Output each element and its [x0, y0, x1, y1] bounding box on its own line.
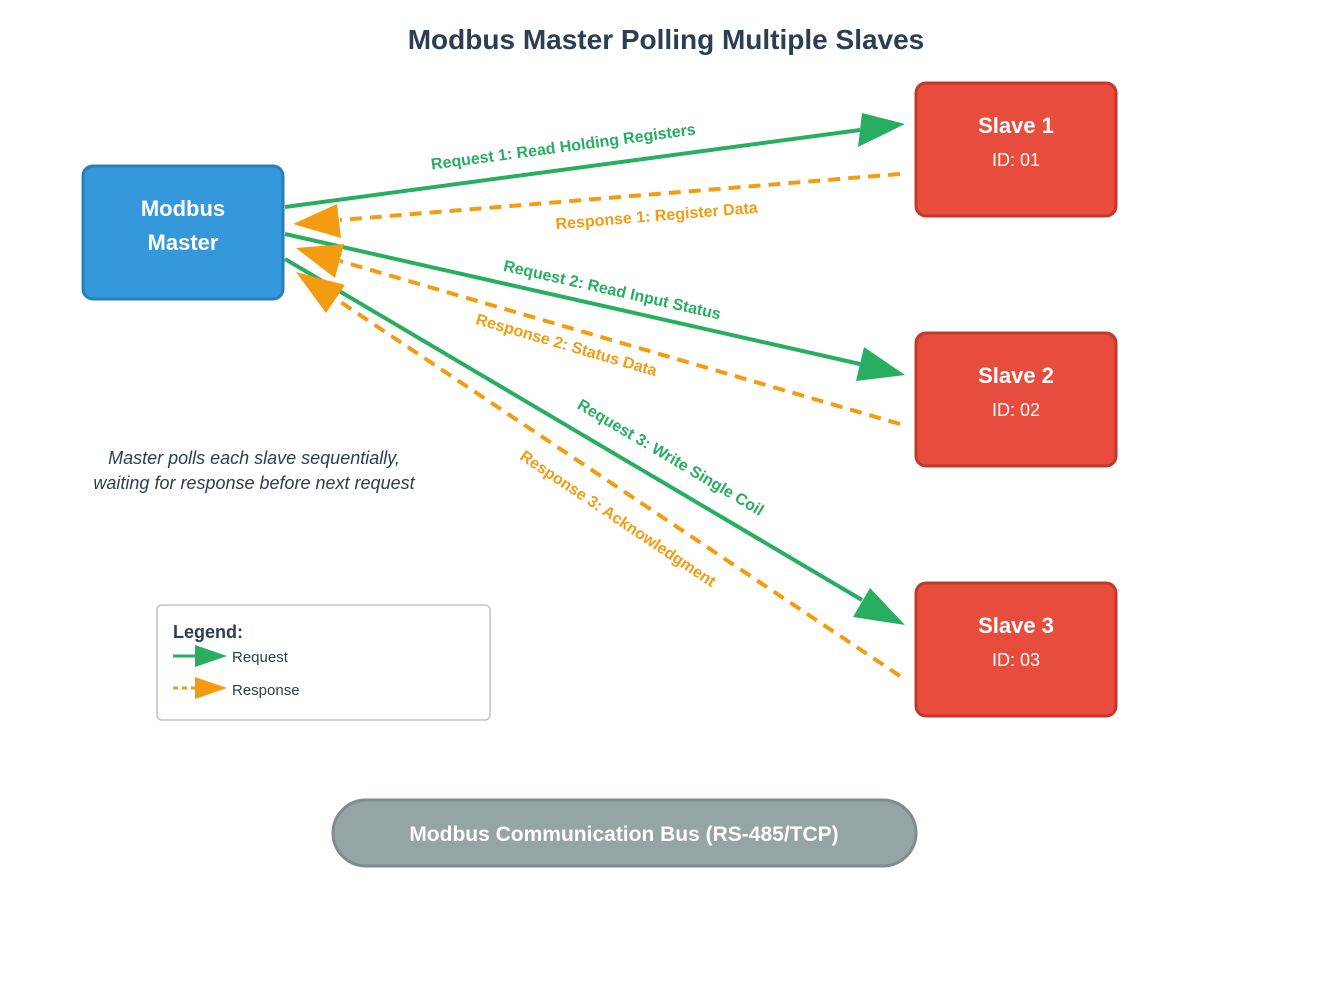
request-3-arrow — [283, 257, 905, 625]
slave-3-name: Slave 3 — [978, 613, 1054, 638]
legend: Legend: Request Response — [156, 604, 491, 721]
slave-1-id: ID: 01 — [992, 150, 1040, 170]
slave-2-id: ID: 02 — [992, 400, 1040, 420]
legend-title: Legend: — [173, 622, 243, 642]
request-2-arrow — [284, 232, 905, 381]
master-label-line2: Master — [148, 230, 219, 255]
slave-node-1: Slave 1 ID: 01 — [914, 81, 1118, 218]
request-1-label: Request 1: Read Holding Registers — [430, 121, 697, 173]
legend-request-label: Request — [232, 649, 289, 666]
response-1-label: Response 1: Register Data — [555, 200, 759, 234]
communication-bus: Modbus Communication Bus (RS-485/TCP) — [331, 798, 918, 868]
response-2-arrow — [296, 244, 901, 426]
legend-response-label: Response — [232, 682, 300, 699]
legend-response-swatch — [173, 677, 227, 699]
response-3-arrow — [296, 272, 902, 678]
bus-label: Modbus Communication Bus (RS-485/TCP) — [409, 823, 838, 846]
request-1-arrow — [284, 113, 905, 209]
slave-2-name: Slave 2 — [978, 363, 1054, 388]
slave-node-2: Slave 2 ID: 02 — [914, 331, 1118, 468]
note-line-2: waiting for response before next request — [93, 473, 415, 493]
note-line-1: Master polls each slave sequentially, — [108, 448, 400, 468]
response-1-arrow — [293, 172, 901, 238]
master-node: Modbus Master — [81, 164, 285, 301]
slave-1-name: Slave 1 — [978, 113, 1054, 138]
slave-3-id: ID: 03 — [992, 650, 1040, 670]
legend-request-swatch — [173, 645, 227, 667]
master-label-line1: Modbus — [141, 196, 225, 221]
diagram-title: Modbus Master Polling Multiple Slaves — [408, 24, 925, 55]
slave-node-3: Slave 3 ID: 03 — [914, 581, 1118, 718]
